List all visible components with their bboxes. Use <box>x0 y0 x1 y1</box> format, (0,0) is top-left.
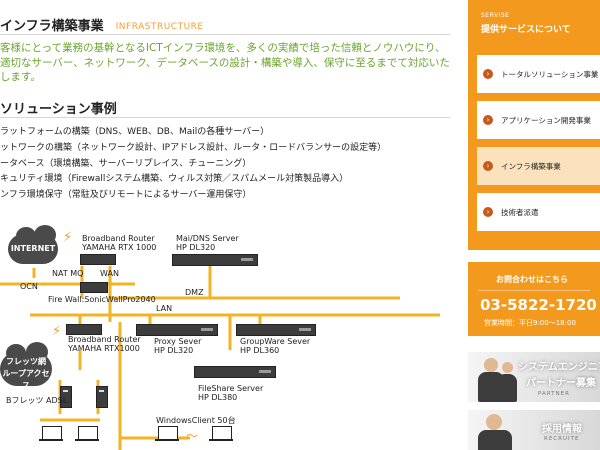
proxy-label: Proxy Sever <box>154 337 202 346</box>
person-head <box>486 414 502 430</box>
intro-text: 客様にとって業務の基幹となるICTインフラ環境を、多くの実績で培った信頼とノウハ… <box>0 42 450 83</box>
lan-label: LAN <box>156 304 173 313</box>
internet-label: INTERNET <box>10 244 56 253</box>
firewall-device <box>80 282 108 301</box>
title-divider <box>0 34 450 35</box>
page-subtitle: INFRASTRUCTURE <box>115 22 204 32</box>
flets-label: フレッツ網 <box>6 357 46 366</box>
sidebar-item-label: トータルソリューション事業 <box>501 70 599 79</box>
title-row: インフラ構築事業 INFRASTRUCTURE <box>0 10 204 34</box>
internet-cloud: INTERNET <box>8 225 58 264</box>
partner-banner[interactable]: システムエンジニア パートナー募集 PARTNER <box>468 352 600 402</box>
banner1-subtitle: パートナー募集 <box>526 378 596 389</box>
solution-item: ンフラ環境保守（常駐及びリモートによるサーバー運用保守） <box>0 190 252 201</box>
banner2-title: 採用情報 <box>542 424 582 435</box>
mail-server-device <box>172 254 258 266</box>
proxy-model: HP DL320 <box>154 346 194 355</box>
modem-device <box>60 386 72 408</box>
fileshare-server-device <box>194 366 276 378</box>
router1-device <box>80 254 116 273</box>
nat-label: NAT MQ <box>52 269 84 278</box>
groupware-label: GroupWare Sever <box>240 337 311 346</box>
lightning-icon: ⚡ <box>63 230 73 245</box>
business-hours: 営業時間：平日9:00〜18:00 <box>484 319 576 327</box>
flets-label2: ループアクセス <box>2 369 50 390</box>
solution-item: ラットフォームの構築（DNS、WEB、DB、Mailの各種サーバー） <box>0 127 270 137</box>
modem-device <box>96 386 108 408</box>
tilde-label: 〜 <box>186 429 199 443</box>
sidebar-item-infrastructure[interactable]: › インフラ構築事業 <box>477 147 600 185</box>
bflets-label: Bフレッツ ADSL <box>6 396 68 405</box>
arrow-right-icon: › <box>483 115 493 125</box>
router1-label: Broadband Router <box>82 234 155 243</box>
banner1-title: システムエンジニア <box>518 362 600 373</box>
laptop-icon <box>155 426 179 441</box>
solution-item: ータベース（環境構築、サーバーリプレイス、チューニング） <box>0 158 252 169</box>
service-title: 提供サービスについて <box>481 25 571 35</box>
wan-label: WAN <box>100 269 119 278</box>
phone-number[interactable]: 03-5822-1720 <box>480 296 597 314</box>
lightning-icon: ⚡ <box>52 324 62 339</box>
contact-box[interactable]: お問合わせはこちら 03-5822-1720 営業時間：平日9:00〜18:00 <box>468 262 600 336</box>
page-title: インフラ構築事業 <box>0 19 104 34</box>
router1-model: YAMAHA RTX 1000 <box>82 243 157 252</box>
solution-item: キュリティ環境（Firewallシステム構築、ウィルス対策／スパムメール対策製品… <box>0 174 349 185</box>
person-figure <box>497 374 517 402</box>
service-label: SERVISE <box>481 12 510 19</box>
proxy-server-device <box>136 324 218 336</box>
sidebar-item-dispatch[interactable]: › 技術者派遣 <box>477 193 600 231</box>
laptop-icon <box>75 426 99 441</box>
banner2-en: RECRUITE <box>544 436 580 442</box>
network-diagram: INTERNET OCN ⚡ Broadband Router YAMAHA R… <box>0 220 460 450</box>
fileshare-label: FileShare Server <box>198 384 264 393</box>
sidebar-item-label: インフラ構築事業 <box>501 162 561 171</box>
solution-item: ットワークの構築（ネットワーク設計、IPアドレス設計、ルータ・ロードバランサーの… <box>0 142 387 153</box>
solution-list: ラットフォームの構築（DNS、WEB、DB、Mailの各種サーバー） ットワーク… <box>0 125 386 204</box>
laptop-icon <box>39 426 63 441</box>
service-menu: SERVISE 提供サービスについて › トータルソリューション事業 › アプリ… <box>468 0 600 250</box>
section-title: ソリューション事例 <box>0 102 117 117</box>
person-head <box>502 362 513 373</box>
sidebar-item-label: アプリケーション開発事業 <box>501 116 591 125</box>
section-divider <box>0 117 450 118</box>
fileshare-model: HP DL380 <box>198 393 238 402</box>
mail-server-label: Mai/DNS Server <box>176 234 239 243</box>
router2-device <box>66 324 102 343</box>
sidebar-item-total-solution[interactable]: › トータルソリューション事業 <box>477 55 600 93</box>
person-head <box>484 358 498 372</box>
contact-title: お問合わせはこちら <box>496 275 568 284</box>
arrow-right-icon: › <box>483 207 493 217</box>
arrow-right-icon: › <box>483 161 493 171</box>
ocn-label: OCN <box>20 282 38 291</box>
recruit-banner[interactable]: 採用情報 RECRUITE <box>468 410 600 450</box>
contact-divider <box>478 290 590 291</box>
client-label: WindowsClient 50台 <box>156 416 236 425</box>
flets-cloud: フレッツ網ループアクセス <box>0 342 52 390</box>
firewall-label: Fire Wall:SonicWallPro2040 <box>48 295 156 304</box>
sidebar: SERVISE 提供サービスについて › トータルソリューション事業 › アプリ… <box>468 0 600 450</box>
mail-server-model: HP DL320 <box>176 243 216 252</box>
router2-model: YAMAHA RTX1000 <box>68 344 140 353</box>
dmz-label: DMZ <box>185 288 204 297</box>
arrow-right-icon: › <box>483 69 493 79</box>
router2-label: Broadband Router <box>68 335 141 344</box>
groupware-server-device <box>236 324 316 336</box>
person-figure <box>478 430 512 450</box>
banner1-en: PARTNER <box>538 391 570 397</box>
sidebar-item-app-dev[interactable]: › アプリケーション開発事業 <box>477 101 600 139</box>
laptop-icon <box>209 426 233 441</box>
groupware-model: HP DL360 <box>240 346 280 355</box>
sidebar-item-label: 技術者派遣 <box>501 208 539 217</box>
main-content: インフラ構築事業 INFRASTRUCTURE 客様にとって業務の基幹となるIC… <box>0 10 460 450</box>
